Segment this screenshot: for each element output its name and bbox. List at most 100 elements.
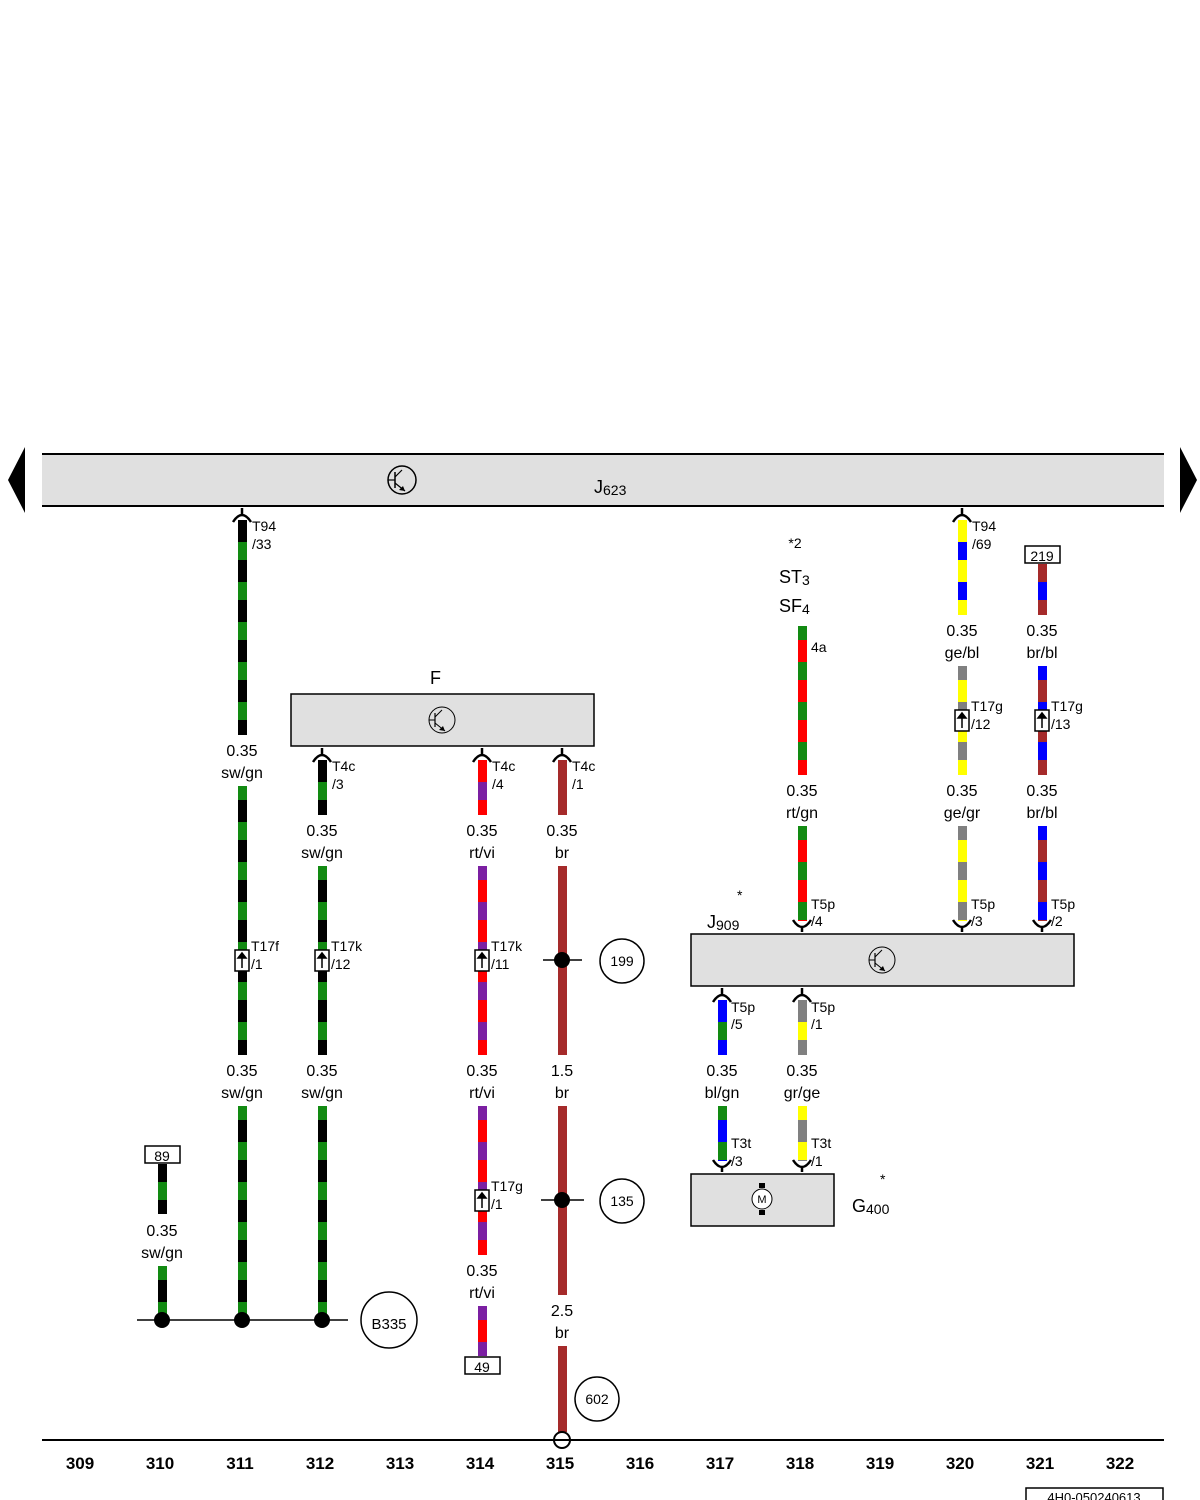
wire-314-bottom (478, 1306, 487, 1356)
j909-note: * (737, 887, 743, 903)
svg-text:ge/gr: ge/gr (944, 805, 981, 822)
svg-text:T94: T94 (972, 518, 996, 534)
inline-connector-arrows (236, 711, 1048, 1208)
ref-circle-602[interactable]: 602 (574, 1376, 620, 1422)
svg-text:314: 314 (466, 1454, 495, 1473)
svg-text:ge/bl: ge/bl (945, 645, 980, 662)
ref-box-219[interactable]: 219 (1024, 545, 1061, 564)
svg-text:0.35: 0.35 (1026, 783, 1057, 800)
wire-312-lower (318, 1106, 327, 1320)
wire-310-lower (158, 1266, 167, 1320)
previous-page-arrow-icon[interactable] (8, 447, 25, 513)
svg-text:/1: /1 (811, 1016, 823, 1032)
svg-text:sw/gn: sw/gn (141, 1245, 183, 1262)
svg-text:/3: /3 (731, 1153, 743, 1169)
svg-text:br: br (555, 1085, 570, 1102)
svg-text:4H0-050240613: 4H0-050240613 (1047, 1490, 1140, 1500)
junction-dot (554, 952, 570, 968)
ref-circle-b335[interactable]: B335 (360, 1291, 418, 1349)
svg-text:317: 317 (706, 1454, 734, 1473)
svg-text:89: 89 (154, 1148, 170, 1164)
svg-text:316: 316 (626, 1454, 654, 1473)
svg-text:319: 319 (866, 1454, 894, 1473)
svg-text:312: 312 (306, 1454, 334, 1473)
svg-text:rt/vi: rt/vi (469, 1085, 495, 1102)
svg-text:T3t: T3t (731, 1135, 751, 1151)
svg-text:1.5: 1.5 (551, 1063, 573, 1080)
ref-circle-199[interactable]: 199 (599, 938, 645, 984)
connector-caps (231, 508, 1053, 1172)
transistor-symbol-icon (868, 946, 896, 974)
wire-311-middle (238, 786, 247, 1055)
svg-text:/12: /12 (971, 716, 991, 732)
svg-text:0.35: 0.35 (1026, 623, 1057, 640)
ref-box-49[interactable]: 49 (464, 1356, 501, 1375)
transistor-symbol-icon (428, 706, 456, 734)
wire-314-upper (478, 760, 487, 815)
wire-318-bottom (798, 1106, 807, 1161)
svg-text:2.5: 2.5 (551, 1303, 573, 1320)
wire-311-upper (238, 520, 247, 735)
wire-317-upper (718, 1000, 727, 1055)
svg-text:309: 309 (66, 1454, 94, 1473)
svg-text:602: 602 (585, 1391, 609, 1407)
wire-318-middle (798, 826, 807, 921)
svg-text:T17k: T17k (331, 938, 363, 954)
svg-text:br: br (555, 845, 570, 862)
transistor-symbol-icon (387, 465, 417, 495)
svg-text:rt/vi: rt/vi (469, 845, 495, 862)
svg-text:0.35: 0.35 (786, 1063, 817, 1080)
svg-text:0.35: 0.35 (306, 1063, 337, 1080)
note-2: *2 (788, 535, 801, 551)
svg-text:rt/vi: rt/vi (469, 1285, 495, 1302)
svg-text:318: 318 (786, 1454, 814, 1473)
svg-text:0.35: 0.35 (226, 743, 257, 760)
svg-text:T94: T94 (252, 518, 276, 534)
svg-text:T5p: T5p (731, 999, 755, 1015)
component-g400: M G400 * (690, 1171, 890, 1227)
wire-315-bottom (558, 1346, 567, 1432)
wire-318-upper (798, 626, 807, 775)
svg-text:0.35: 0.35 (546, 823, 577, 840)
svg-text:br: br (555, 1325, 570, 1342)
wire-311-lower (238, 1106, 247, 1320)
svg-text:/4: /4 (811, 913, 823, 929)
j623-label: J623 (594, 477, 627, 498)
next-page-arrow-icon[interactable] (1180, 447, 1197, 513)
wire-317-lower (718, 1106, 727, 1161)
svg-text:0.35: 0.35 (946, 783, 977, 800)
svg-text:311: 311 (226, 1454, 253, 1473)
svg-text:/13: /13 (1051, 716, 1071, 732)
svg-text:0.35: 0.35 (466, 823, 497, 840)
svg-text:br/bl: br/bl (1026, 645, 1057, 662)
wire-320-lower (958, 826, 967, 921)
sf4-label: SF4 (779, 596, 810, 617)
g400-label: G400 (852, 1196, 890, 1217)
svg-text:bl/gn: bl/gn (705, 1085, 740, 1102)
pin-labels: T94/33 T94/69 T4c/3 T4c/4 T4c/1 T17f/1 T… (251, 518, 1083, 1212)
svg-text:sw/gn: sw/gn (301, 845, 343, 862)
svg-text:T17f: T17f (251, 938, 279, 954)
svg-text:/4: /4 (492, 776, 504, 792)
svg-text:/1: /1 (491, 1196, 503, 1212)
svg-text:/1: /1 (572, 776, 584, 792)
svg-text:sw/gn: sw/gn (221, 1085, 263, 1102)
svg-text:T5p: T5p (971, 896, 995, 912)
svg-text:/2: /2 (1051, 913, 1063, 929)
column-numbers: 309 310 311 312 313 314 315 316 317 318 … (66, 1454, 1134, 1473)
svg-text:0.35: 0.35 (226, 1063, 257, 1080)
svg-text:T17g: T17g (1051, 698, 1083, 714)
svg-text:/11: /11 (491, 956, 510, 972)
ref-box-89[interactable]: 89 (144, 1145, 181, 1164)
component-f: F (290, 668, 595, 747)
control-unit-j623: J623 (42, 453, 1164, 507)
svg-text:0.35: 0.35 (786, 783, 817, 800)
ref-circle-135[interactable]: 135 (599, 1178, 645, 1224)
motor-icon: M (751, 1183, 773, 1215)
wire-320-upper (958, 520, 967, 615)
svg-text:49: 49 (474, 1359, 490, 1375)
svg-text:0.35: 0.35 (706, 1063, 737, 1080)
svg-text:/3: /3 (971, 913, 983, 929)
svg-text:310: 310 (146, 1454, 174, 1473)
svg-text:0.35: 0.35 (466, 1063, 497, 1080)
